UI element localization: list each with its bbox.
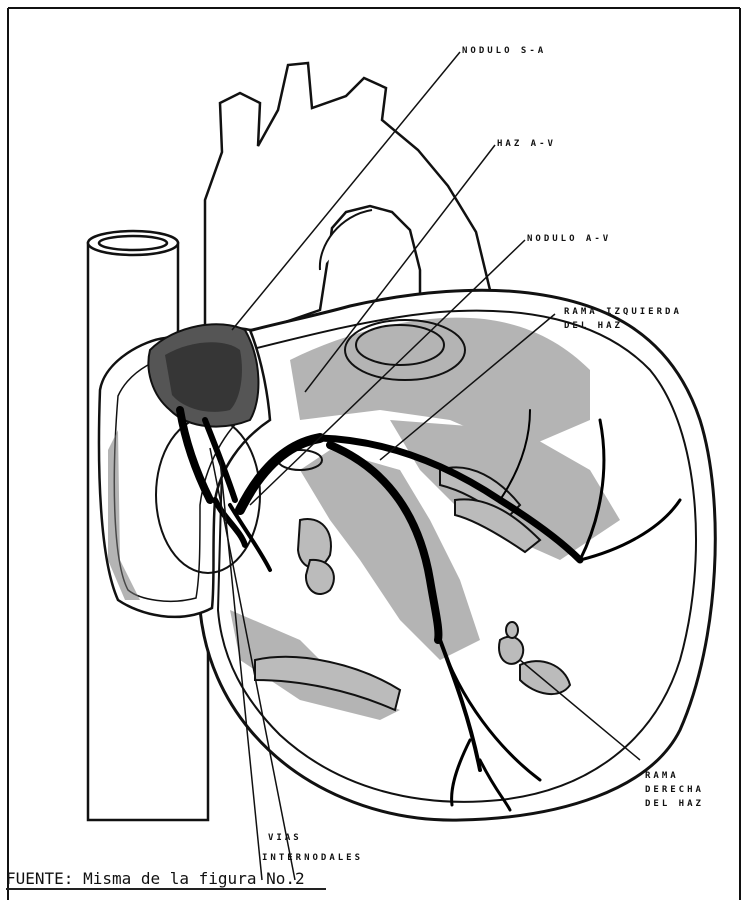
label-rama-izquierda-line2: DEL HAZ — [564, 320, 623, 333]
label-rama-izquierda-line1: RAMA IZQUIERDA — [564, 306, 682, 319]
label-nodulo-sa: NODULO S-A — [462, 45, 546, 58]
caption-underline — [6, 888, 326, 890]
label-rama-derecha-line3: DEL HAZ — [645, 798, 704, 811]
label-nodulo-av: NODULO A-V — [527, 233, 611, 246]
label-vias-line1: VIAS — [268, 832, 302, 845]
figure-caption: FUENTE: Misma de la figura No.2 — [6, 869, 305, 888]
label-rama-derecha-line1: RAMA — [645, 770, 679, 783]
label-vias-line2: INTERNODALES — [262, 852, 363, 865]
label-haz-av: HAZ A-V — [497, 138, 556, 151]
label-rama-derecha-line2: DERECHA — [645, 784, 704, 797]
